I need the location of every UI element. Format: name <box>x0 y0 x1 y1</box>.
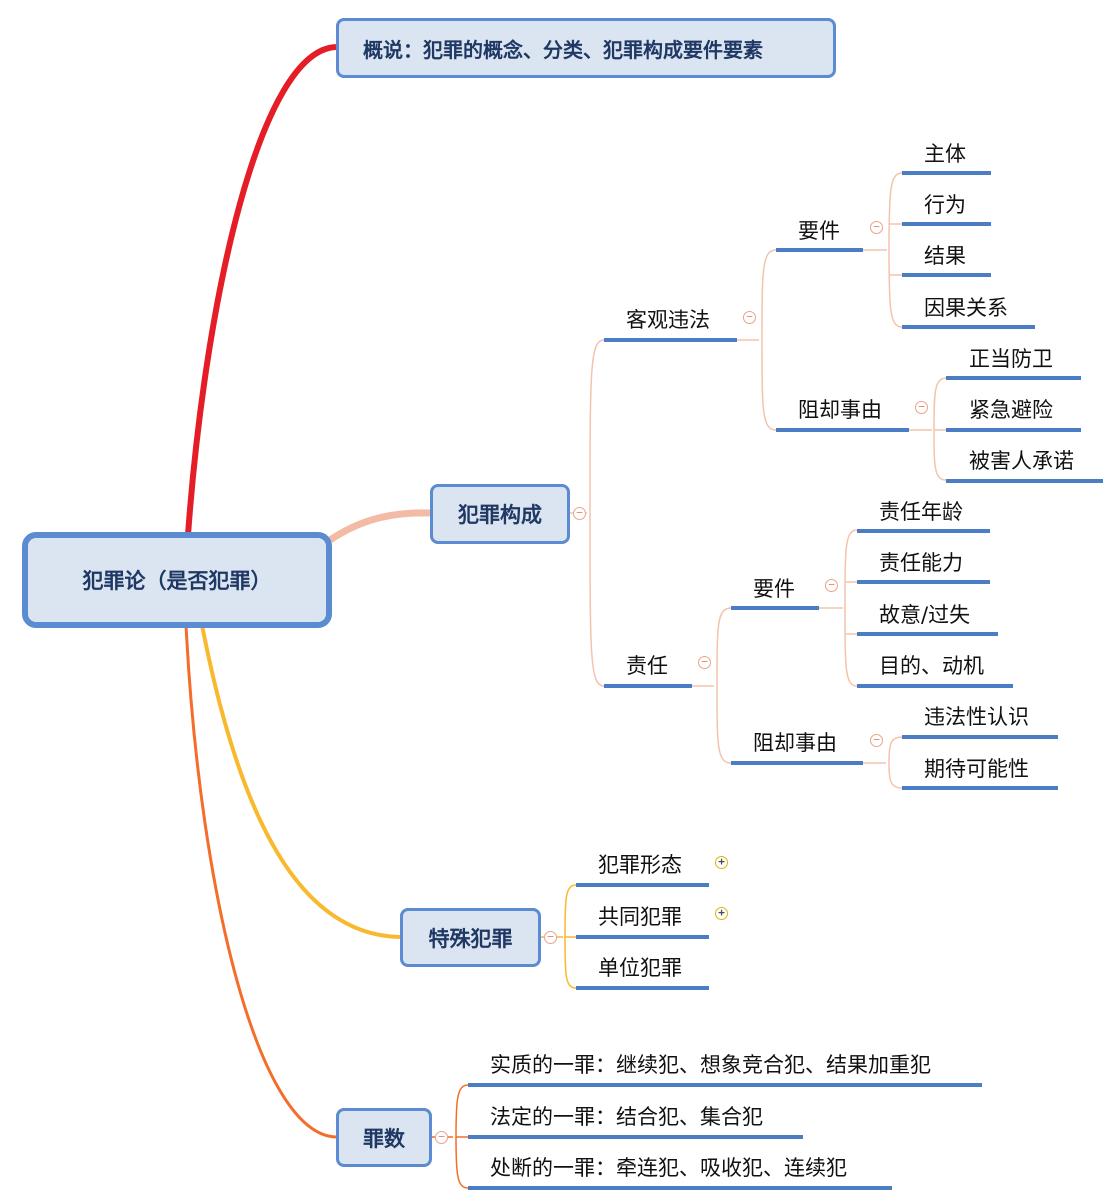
leaf-substantive-single-underline <box>468 1083 982 1087</box>
leaf-capacity[interactable]: 责任能力 <box>879 551 963 575</box>
responsibility-node[interactable]: 责任 <box>626 654 668 678</box>
special-node[interactable]: 特殊犯罪 <box>400 908 541 967</box>
counts-label: 罪数 <box>363 1126 405 1151</box>
objective-elements-node[interactable]: 要件 <box>798 219 840 243</box>
leaf-conduct-underline <box>902 222 991 226</box>
responsibility-elements-node[interactable]: 要件 <box>753 577 795 601</box>
responsibility-underline <box>604 684 692 688</box>
leaf-victim-consent-underline <box>946 479 1103 483</box>
leaf-subject-underline <box>902 171 991 175</box>
counts-collapse-icon[interactable]: − <box>435 1131 448 1144</box>
leaf-causation[interactable]: 因果关系 <box>924 296 1008 320</box>
composition-collapse-icon[interactable]: − <box>573 507 586 520</box>
objective-elements-collapse-icon[interactable]: − <box>870 221 883 234</box>
leaf-necessity[interactable]: 紧急避险 <box>969 398 1053 422</box>
responsibility-defenses-collapse-icon[interactable]: − <box>870 734 883 747</box>
special-label: 特殊犯罪 <box>428 926 513 951</box>
objective-defenses-node[interactable]: 阻却事由 <box>798 398 882 422</box>
leaf-crime-forms-underline <box>576 883 709 887</box>
leaf-subject[interactable]: 主体 <box>924 142 966 166</box>
leaf-expectability[interactable]: 期待可能性 <box>924 757 1029 781</box>
responsibility-collapse-icon[interactable]: − <box>698 656 711 669</box>
counts-node[interactable]: 罪数 <box>336 1108 432 1167</box>
leaf-capacity-underline <box>857 580 990 584</box>
leaf-statutory-single[interactable]: 法定的一罪：结合犯、集合犯 <box>490 1105 763 1129</box>
leaf-adjudicative-single[interactable]: 处断的一罪：牵连犯、吸收犯、连续犯 <box>490 1156 847 1180</box>
branch-counts-connector <box>184 624 337 1139</box>
special-collapse-icon[interactable]: − <box>544 931 557 944</box>
leaf-age[interactable]: 责任年龄 <box>879 500 963 524</box>
leaf-causation-underline <box>902 325 1035 329</box>
leaf-expectability-underline <box>902 786 1058 790</box>
overview-node[interactable]: 概说：犯罪的概念、分类、犯罪构成要件要素 <box>336 18 836 78</box>
responsibility-elements-collapse-icon[interactable]: − <box>825 579 838 592</box>
composition-label: 犯罪构成 <box>458 503 542 527</box>
leaf-conduct[interactable]: 行为 <box>924 193 966 217</box>
objective-collapse-icon[interactable]: − <box>743 311 756 324</box>
responsibility-defenses-underline <box>731 761 863 765</box>
branch-special-connector <box>200 624 401 939</box>
leaf-intent[interactable]: 故意/过失 <box>879 603 971 627</box>
leaf-intent-underline <box>857 632 998 636</box>
responsibility-defenses-node[interactable]: 阻却事由 <box>753 731 837 755</box>
objective-elements-underline <box>776 248 863 252</box>
leaf-statutory-single-underline <box>468 1135 803 1139</box>
joint-crime-expand-icon[interactable]: + <box>715 907 728 920</box>
leaf-motive-underline <box>857 684 1013 688</box>
leaf-age-underline <box>857 529 990 533</box>
leaf-result-underline <box>902 273 991 277</box>
root-label: 犯罪论（是否犯罪） <box>82 569 272 593</box>
leaf-necessity-underline <box>946 428 1081 432</box>
leaf-self-defense-underline <box>946 376 1081 380</box>
objective-node[interactable]: 客观违法 <box>626 308 710 332</box>
leaf-illegality-awareness-underline <box>902 735 1058 739</box>
leaf-illegality-awareness[interactable]: 违法性认识 <box>924 705 1029 729</box>
leaf-joint-crime[interactable]: 共同犯罪 <box>598 905 682 929</box>
objective-defenses-underline <box>776 428 909 432</box>
leaf-result[interactable]: 结果 <box>924 244 966 268</box>
leaf-unit-crime-underline <box>576 986 709 990</box>
leaf-victim-consent[interactable]: 被害人承诺 <box>969 449 1074 473</box>
root-node[interactable]: 犯罪论（是否犯罪） <box>22 532 332 628</box>
crime-forms-expand-icon[interactable]: + <box>715 856 728 869</box>
branch-overview-connector <box>185 44 337 536</box>
objective-defenses-collapse-icon[interactable]: − <box>915 401 928 414</box>
responsibility-elements-underline <box>731 606 819 610</box>
leaf-adjudicative-single-underline <box>468 1186 892 1190</box>
leaf-self-defense[interactable]: 正当防卫 <box>969 347 1053 371</box>
objective-underline <box>604 338 737 342</box>
leaf-motive[interactable]: 目的、动机 <box>879 654 984 678</box>
leaf-joint-crime-underline <box>576 935 709 939</box>
leaf-crime-forms[interactable]: 犯罪形态 <box>598 853 682 877</box>
leaf-substantive-single[interactable]: 实质的一罪：继续犯、想象竞合犯、结果加重犯 <box>490 1053 931 1077</box>
composition-node[interactable]: 犯罪构成 <box>430 484 570 544</box>
leaf-unit-crime[interactable]: 单位犯罪 <box>598 956 682 980</box>
branch-composition-connector <box>328 509 431 543</box>
overview-label: 概说：犯罪的概念、分类、犯罪构成要件要素 <box>363 37 763 62</box>
